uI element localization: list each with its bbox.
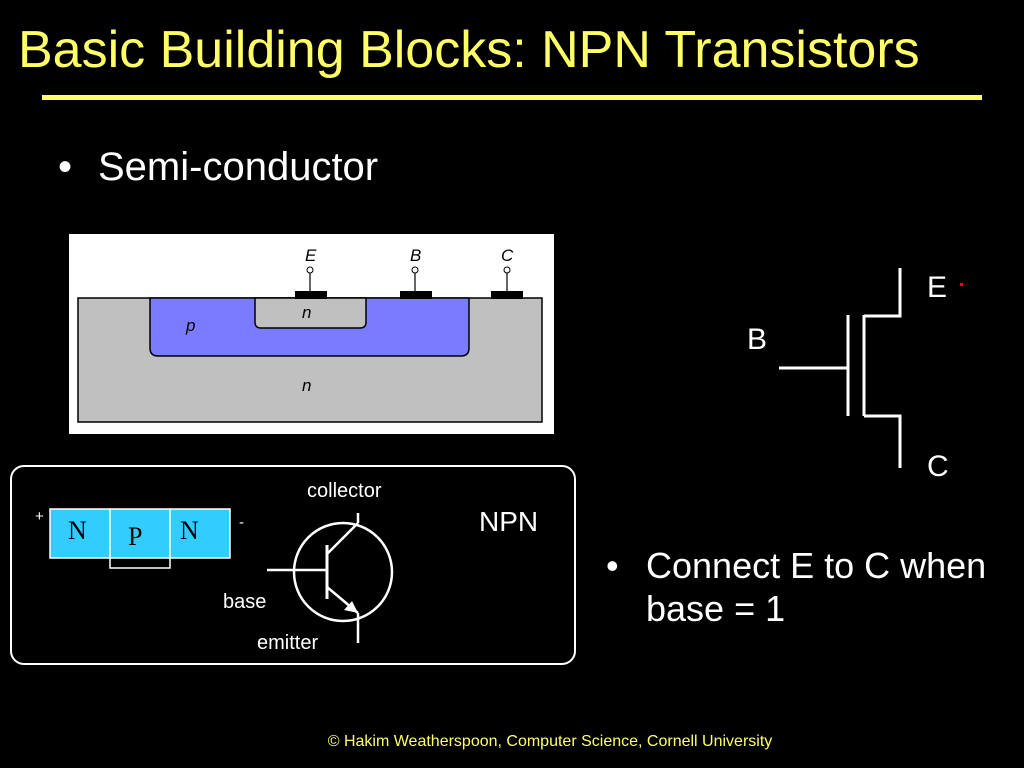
block-n-right-label: N — [180, 516, 199, 545]
title-underline — [42, 95, 982, 100]
slide-title: Basic Building Blocks: NPN Transistors — [18, 21, 920, 79]
terminal-b-pin — [411, 266, 419, 274]
bjt-emitter-arrow — [344, 601, 358, 613]
bullet-connect: • Connect E to C when base = 1 — [606, 544, 986, 630]
terminal-b-label: B — [410, 246, 421, 265]
contact-c — [491, 291, 523, 299]
switch-label-c: C — [927, 450, 949, 483]
label-collector: collector — [307, 480, 382, 502]
label-base: base — [223, 591, 266, 613]
plus-sign: + — [35, 508, 44, 525]
footer-copyright: © Hakim Weatherspoon, Computer Science, … — [327, 733, 773, 750]
contact-e — [295, 291, 327, 299]
base-contact-bracket — [109, 558, 171, 569]
transistor-cross-section: E B C p n n — [69, 234, 554, 434]
red-marker — [960, 283, 963, 286]
cross-section-svg: E B C p n n — [77, 246, 543, 423]
bjt-circle — [292, 521, 394, 623]
region-p-label: p — [185, 316, 195, 335]
bullet-text-line2: base = 1 — [646, 588, 786, 630]
minus-sign: - — [239, 514, 244, 531]
switch-collector-lead — [864, 414, 902, 468]
npn-panel-svg: + - N P N collector base emitter NPN — [35, 480, 538, 654]
switch-label-b: B — [747, 323, 767, 356]
label-emitter: emitter — [257, 632, 318, 654]
block-p — [109, 508, 171, 559]
label-npn: NPN — [479, 506, 538, 537]
switch-label-e: E — [927, 271, 947, 304]
block-n-left-label: N — [68, 516, 87, 545]
bullet-text: Semi-conductor — [98, 145, 379, 189]
terminal-c-pin — [503, 266, 511, 274]
n-emitter-region — [254, 297, 367, 329]
terminal-c-label: C — [501, 246, 514, 265]
bullet-marker: • — [58, 145, 73, 189]
block-p-label: P — [128, 522, 142, 551]
region-n-top-label: n — [302, 303, 311, 322]
contact-b — [400, 291, 432, 299]
block-n-right — [169, 508, 231, 559]
terminal-e-pin — [306, 266, 314, 274]
switch-emitter-lead — [864, 268, 902, 318]
region-n-bottom-label: n — [302, 376, 311, 395]
npn-panel: + - N P N collector base emitter NPN — [10, 465, 576, 665]
bullet-semiconductor: • Semi-conductor — [58, 143, 378, 191]
bullet-text-line1: Connect E to C when — [646, 545, 987, 586]
block-n-left — [49, 508, 111, 559]
terminal-e-label: E — [305, 246, 317, 265]
bjt-collector-diag — [326, 522, 359, 555]
bullet-marker: • — [606, 545, 619, 586]
